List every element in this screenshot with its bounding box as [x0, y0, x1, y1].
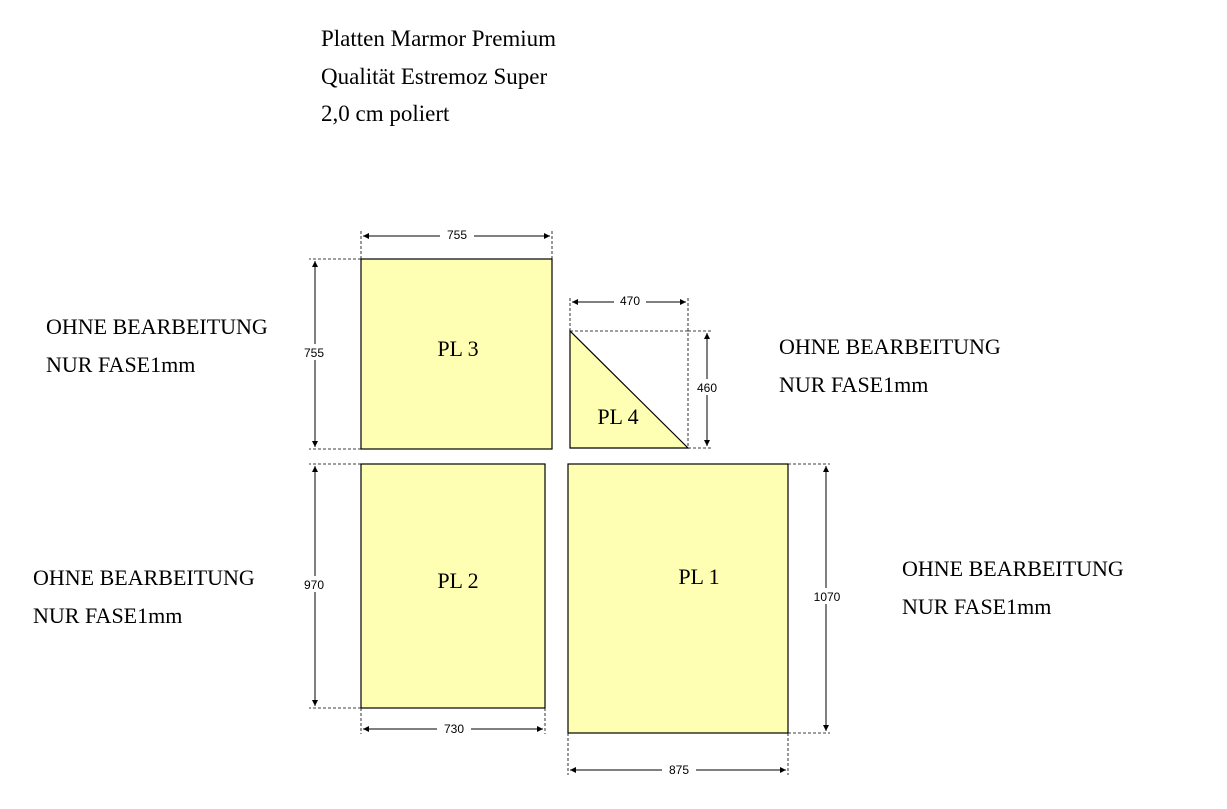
note-pl4: OHNE BEARBEITUNG NUR FASE1mm: [779, 334, 1001, 397]
header-text: Platten Marmor Premium Qualität Estremoz…: [321, 20, 556, 133]
dim-label-bg: [440, 227, 474, 243]
note-pl3-line2: NUR FASE1mm: [46, 352, 195, 377]
plate-pl2: PL 2 970 730: [300, 463, 546, 736]
header-line-thickness: 2,0 cm poliert: [321, 101, 450, 126]
dim-label-pl1-height: 1070: [814, 590, 841, 604]
note-pl4-line2: NUR FASE1mm: [779, 372, 928, 397]
note-pl2-line1: OHNE BEARBEITUNG: [33, 565, 255, 590]
plate-pl4-label: PL 4: [597, 404, 638, 429]
plate-pl4: PL 4 470 460: [569, 293, 723, 449]
note-pl1-line2: NUR FASE1mm: [902, 594, 1051, 619]
dim-label-bg: [808, 588, 846, 604]
dim-label-pl1-width: 875: [669, 763, 689, 777]
plate-pl4-shape: [569, 329, 690, 449]
note-pl1: OHNE BEARBEITUNG NUR FASE1mm: [902, 556, 1124, 619]
header-line-product: Platten Marmor Premium: [321, 26, 557, 51]
note-pl3-line1: OHNE BEARBEITUNG: [46, 314, 268, 339]
plate-pl1: PL 1 1070 875: [567, 463, 846, 777]
dim-label-bg: [693, 379, 723, 395]
dim-label-pl3-height: 755: [304, 346, 324, 360]
note-pl4-line1: OHNE BEARBEITUNG: [779, 334, 1001, 359]
plate-pl3-shape: [360, 258, 553, 450]
note-pl1-line1: OHNE BEARBEITUNG: [902, 556, 1124, 581]
dim-label-bg: [614, 293, 646, 309]
dim-label-bg: [662, 761, 696, 777]
dim-label-bg: [300, 344, 330, 360]
note-pl2-line2: NUR FASE1mm: [33, 603, 182, 628]
plate-pl1-shape: [567, 463, 789, 734]
dim-label-pl2-width: 730: [444, 722, 464, 736]
plate-pl2-label: PL 2: [437, 568, 478, 593]
plate-pl3: PL 3 755 755: [300, 227, 553, 450]
dim-label-pl2-height: 970: [304, 578, 324, 592]
header-line-quality: Qualität Estremoz Super: [321, 63, 548, 89]
dim-label-pl4-width: 470: [620, 294, 640, 308]
dim-label-pl4-height: 460: [697, 381, 717, 395]
dim-label-bg: [437, 720, 471, 736]
plate-pl2-shape: [360, 463, 546, 709]
dim-label-bg: [300, 576, 330, 592]
dim-label-pl3-width: 755: [447, 228, 467, 242]
plate-pl3-label: PL 3: [437, 336, 478, 361]
note-pl2: OHNE BEARBEITUNG NUR FASE1mm: [33, 565, 255, 628]
plate-pl1-label: PL 1: [678, 564, 719, 589]
note-pl3: OHNE BEARBEITUNG NUR FASE1mm: [46, 314, 268, 377]
